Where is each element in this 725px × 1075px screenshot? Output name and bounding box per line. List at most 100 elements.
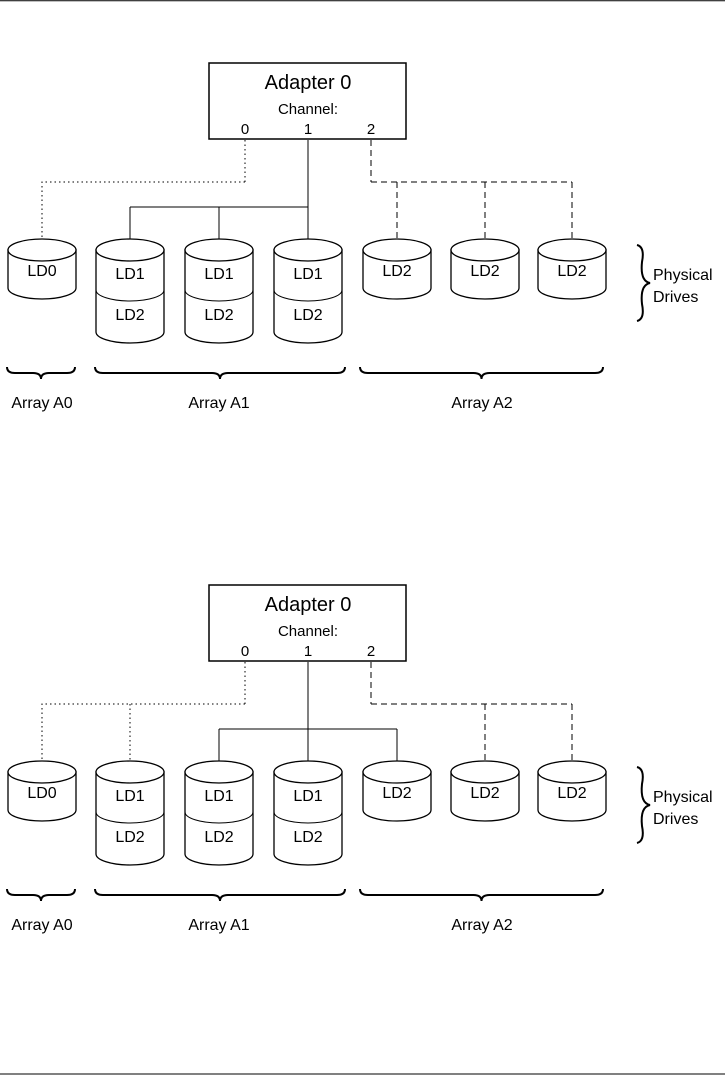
array-label-0: Array A0: [11, 917, 72, 934]
logical-drive-label: LD2: [293, 307, 322, 324]
array-label-2: Array A2: [451, 917, 512, 934]
physical-drive-7: LD2: [537, 238, 607, 300]
drive-cylinder-body: [184, 249, 254, 344]
logical-drive-label: LD2: [115, 829, 144, 846]
drive-cylinder-top: [273, 238, 343, 262]
drive-cylinder-top: [450, 760, 520, 784]
physical-drives-label: Drives: [653, 811, 698, 828]
array-brace-0: [6, 366, 76, 380]
adapter-title: Adapter 0: [265, 594, 352, 616]
drive-partition-line: [95, 289, 165, 302]
array-label-2: Array A2: [451, 395, 512, 412]
logical-drive-label: LD2: [557, 785, 586, 802]
channel-number-2: 2: [367, 643, 375, 660]
drive-cylinder-body: [95, 771, 165, 866]
array-label-0: Array A0: [11, 395, 72, 412]
logical-drive-label: LD2: [204, 307, 233, 324]
drive-cylinder-body: [273, 771, 343, 866]
logical-drive-label: LD0: [27, 785, 56, 802]
drive-partition-line: [95, 811, 165, 824]
logical-drive-label: LD1: [204, 788, 233, 805]
physical-drive-7: LD2: [537, 760, 607, 822]
array-brace-2: [359, 366, 604, 380]
physical-drives-label: Drives: [653, 289, 698, 306]
physical-drives-label: Physical: [653, 267, 713, 284]
drive-cylinder-top: [95, 760, 165, 784]
drive-cylinder-body: [273, 249, 343, 344]
drive-cylinder-top: [362, 760, 432, 784]
logical-drive-label: LD2: [470, 785, 499, 802]
logical-drive-label: LD2: [115, 307, 144, 324]
array-brace-1: [94, 888, 346, 902]
drive-cylinder-body: [362, 249, 432, 300]
drive-cylinder-body: [95, 249, 165, 344]
physical-drive-6: LD2: [450, 760, 520, 822]
physical-drive-1: LD0: [7, 238, 77, 300]
drive-cylinder-top: [273, 760, 343, 784]
drive-cylinder-top: [537, 238, 607, 262]
logical-drive-label: LD2: [382, 785, 411, 802]
logical-drive-label: LD1: [115, 788, 144, 805]
physical-drive-5: LD2: [362, 760, 432, 822]
channel-number-2: 2: [367, 121, 375, 138]
adapter-title: Adapter 0: [265, 72, 352, 94]
drive-cylinder-body: [7, 249, 77, 300]
channel-number-0: 0: [241, 121, 249, 138]
drive-cylinder-top: [184, 238, 254, 262]
drive-cylinder-top: [95, 238, 165, 262]
array-label-1: Array A1: [188, 917, 249, 934]
drive-cylinder-top: [7, 238, 77, 262]
logical-drive-label: LD1: [204, 266, 233, 283]
physical-drive-1: LD0: [7, 760, 77, 822]
array-brace-1: [94, 366, 346, 380]
logical-drive-label: LD0: [27, 263, 56, 280]
array-label-1: Array A1: [188, 395, 249, 412]
drive-partition-line: [273, 811, 343, 824]
logical-drive-label: LD2: [470, 263, 499, 280]
drive-cylinder-top: [362, 238, 432, 262]
logical-drive-label: LD1: [293, 788, 322, 805]
drive-cylinder-body: [537, 249, 607, 300]
channel-number-1: 1: [304, 121, 312, 138]
logical-drive-label: LD1: [115, 266, 144, 283]
physical-drive-6: LD2: [450, 238, 520, 300]
drive-cylinder-body: [7, 771, 77, 822]
drive-cylinder-body: [537, 771, 607, 822]
physical-drive-5: LD2: [362, 238, 432, 300]
drive-cylinder-top: [184, 760, 254, 784]
channel-number-0: 0: [241, 643, 249, 660]
adapter-box: [208, 584, 407, 662]
drive-cylinder-body: [450, 249, 520, 300]
channel-0-bus: [41, 181, 245, 239]
physical-drives-label: Physical: [653, 789, 713, 806]
logical-drive-label: LD2: [557, 263, 586, 280]
array-brace-0: [6, 888, 76, 902]
logical-drive-label: LD2: [293, 829, 322, 846]
drive-cylinder-top: [450, 238, 520, 262]
physical-drives-brace: [636, 244, 651, 322]
adapter-box: [208, 62, 407, 140]
drive-cylinder-body: [184, 771, 254, 866]
drive-partition-line: [184, 811, 254, 824]
channel-label: Channel:: [278, 623, 338, 640]
logical-drive-label: LD2: [204, 829, 233, 846]
drive-cylinder-body: [362, 771, 432, 822]
channel-0-bus: [41, 703, 245, 761]
drive-partition-line: [184, 289, 254, 302]
logical-drive-label: LD2: [382, 263, 411, 280]
physical-drives-brace: [636, 766, 651, 844]
logical-drive-label: LD1: [293, 266, 322, 283]
channel-number-1: 1: [304, 643, 312, 660]
channel-label: Channel:: [278, 101, 338, 118]
drive-cylinder-body: [450, 771, 520, 822]
drive-cylinder-top: [7, 760, 77, 784]
